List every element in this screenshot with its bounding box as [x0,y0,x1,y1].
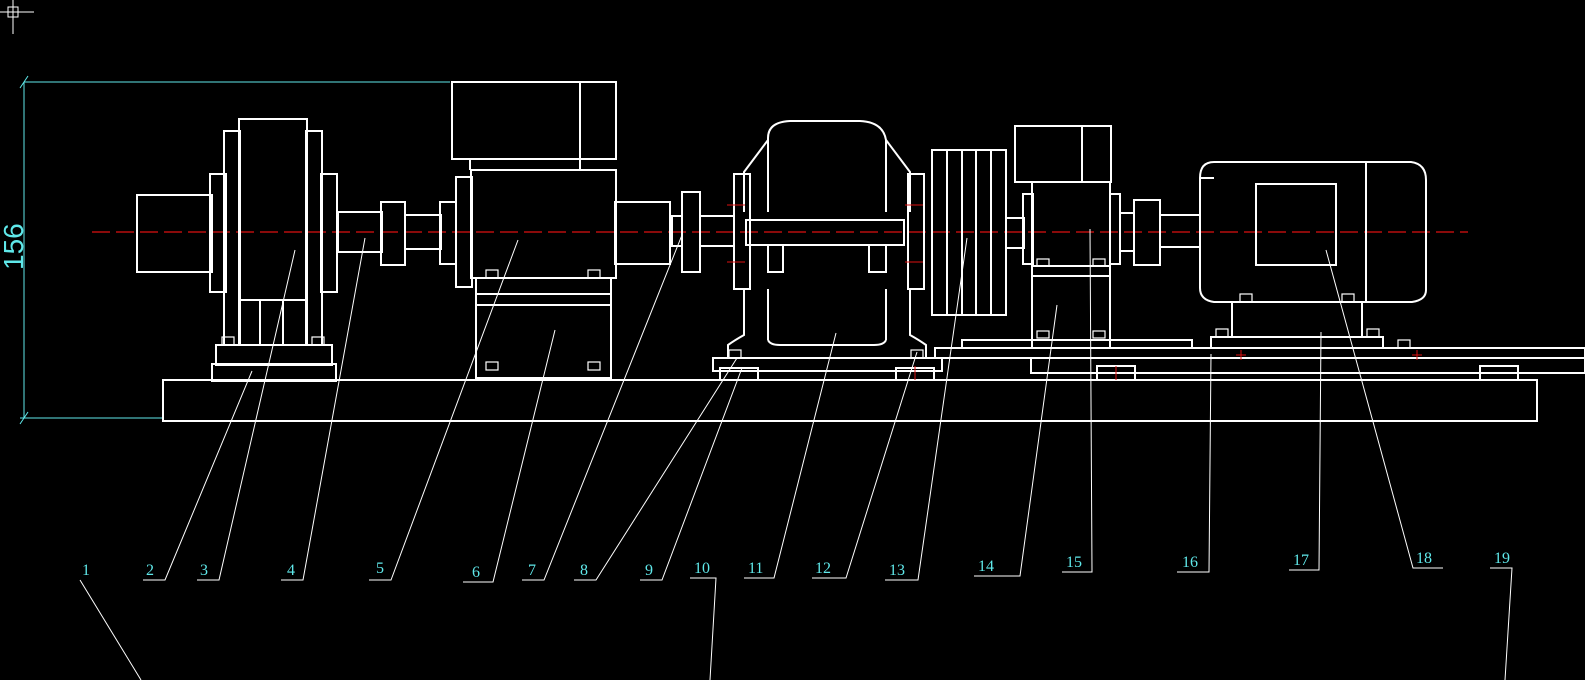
dimension-value: 156 [0,223,29,270]
part-label-13: 13 [889,562,905,579]
part-label-8: 8 [580,562,588,579]
part-label-5: 5 [376,560,384,577]
part-label-16: 16 [1182,554,1198,571]
load-unit [1014,125,1121,349]
base-plate [162,379,1538,422]
leader-lines [79,228,1513,680]
flywheel-disc-pack [931,149,1025,316]
part-label-19: 19 [1494,550,1510,567]
part-label-6: 6 [472,564,480,581]
coupling-right [1119,199,1201,266]
part-label-9: 9 [645,562,653,579]
part-label-4: 4 [287,562,295,579]
part-label-10: 10 [694,560,710,577]
part-label-2: 2 [146,562,154,579]
part-label-3: 3 [200,562,208,579]
electric-motor [1199,161,1427,349]
part-label-1: 1 [82,562,90,579]
part-label-11: 11 [748,560,763,577]
coupling-left [337,201,442,266]
left-dynamometer [136,118,338,382]
part-label-18: 18 [1416,550,1432,567]
part-label-17: 17 [1293,552,1309,569]
part-label-12: 12 [815,560,831,577]
red-center-marks [727,204,1422,380]
part-number-labels: 1 2 3 4 5 6 7 8 9 10 11 12 13 14 15 16 1… [82,550,1510,581]
part-label-15: 15 [1066,554,1082,571]
overall-height-dimension: 156 [0,75,450,425]
ucs-crosshair-icon [0,0,34,34]
part-label-7: 7 [528,562,536,579]
gearbox-housing [712,120,943,381]
drive-motor [439,81,671,379]
part-label-14: 14 [978,558,994,575]
